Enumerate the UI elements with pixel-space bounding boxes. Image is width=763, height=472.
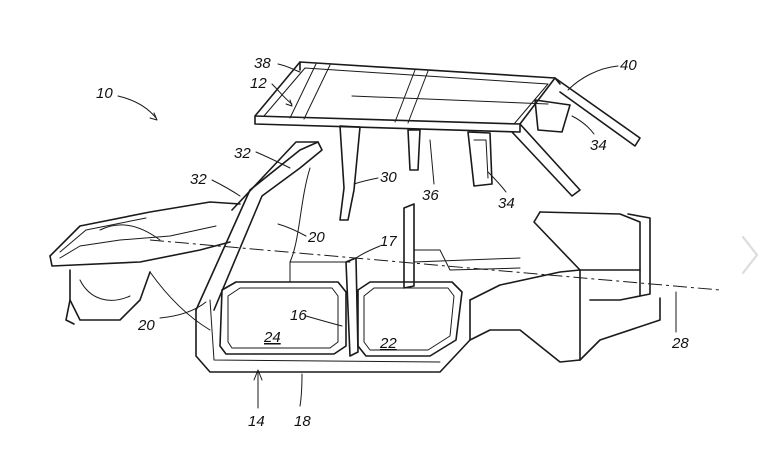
label-17: 17 (380, 233, 397, 250)
label-36: 36 (422, 187, 439, 204)
label-34-upper: 34 (590, 137, 607, 154)
label-32-lower: 32 (190, 171, 207, 188)
label-32-upper: 32 (234, 145, 251, 162)
label-22: 22 (379, 335, 397, 352)
label-34-lower: 34 (498, 195, 515, 212)
chevron-right-icon (741, 235, 759, 275)
leader-lines (117, 63, 677, 409)
label-14: 14 (248, 413, 265, 430)
centerline-axis (149, 239, 721, 291)
label-28: 28 (671, 335, 689, 352)
label-12: 12 (250, 75, 267, 92)
next-slide-button[interactable] (737, 225, 763, 285)
label-24: 24 (263, 329, 281, 346)
roof-supports (339, 125, 493, 221)
front-structure (49, 201, 241, 331)
label-30: 30 (380, 169, 397, 186)
reference-labels: 10 38 12 40 32 32 30 36 34 34 20 17 20 1… (96, 55, 689, 430)
label-20-lower: 20 (137, 317, 155, 334)
label-38: 38 (254, 55, 271, 72)
label-40: 40 (620, 57, 637, 74)
label-10: 10 (96, 85, 113, 102)
label-18: 18 (294, 413, 311, 430)
label-16: 16 (290, 307, 307, 324)
label-20-upper: 20 (307, 229, 325, 246)
roof-frame (254, 61, 641, 197)
body-side (195, 141, 661, 373)
